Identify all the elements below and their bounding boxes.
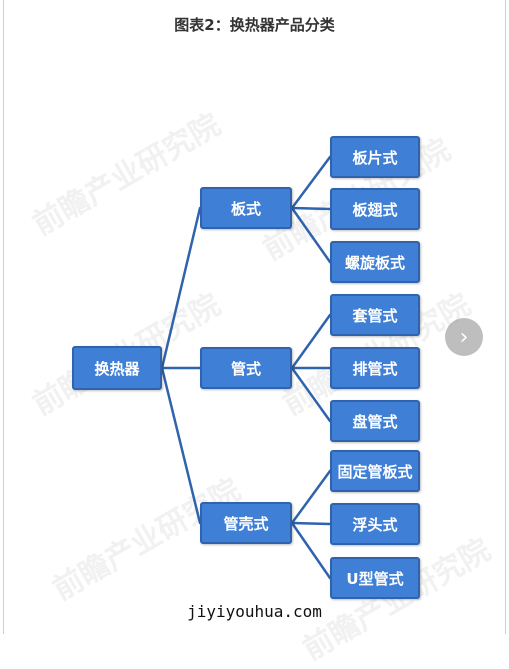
- node-leaf: 螺旋板式: [330, 241, 420, 283]
- diagram-title: 图表2：换热器产品分类: [174, 16, 335, 34]
- connector-branch3-leaf1: [290, 469, 332, 525]
- node-leaf: 板片式: [330, 136, 420, 178]
- node-leaf: 固定管板式: [330, 450, 420, 492]
- connector-branch3-leaf3: [290, 521, 332, 580]
- connector-root-branch1: [160, 206, 202, 370]
- chevron-right-icon: ›: [459, 324, 469, 350]
- connector-branch2-leaf3: [290, 366, 332, 423]
- node-branch-tube: 管式: [200, 347, 292, 389]
- connector-root-branch3: [160, 366, 202, 525]
- node-branch-plate: 板式: [200, 187, 292, 229]
- node-branch-shell-tube: 管壳式: [200, 502, 292, 544]
- diagram-frame: 图表2：换热器产品分类 前瞻产业研究院 前瞻产业研究院 前瞻产业研究院 前瞻产业…: [3, 0, 506, 668]
- left-border-line: [3, 0, 4, 634]
- connector-branch3-leaf2: [290, 521, 332, 526]
- connector-branch1-leaf2: [290, 206, 332, 211]
- connector-lines: [160, 155, 332, 580]
- footer-url: jiyiyouhua.com: [187, 602, 322, 621]
- node-leaf: 浮头式: [330, 503, 420, 545]
- next-button[interactable]: ›: [445, 318, 483, 356]
- node-root: 换热器: [72, 346, 162, 390]
- connector-branch1-leaf1: [290, 155, 332, 210]
- node-leaf: 套管式: [330, 294, 420, 336]
- node-leaf: U型管式: [330, 557, 420, 599]
- node-leaf: 板翅式: [330, 188, 420, 230]
- connector-branch1-leaf3: [290, 206, 332, 264]
- node-leaf: 排管式: [330, 347, 420, 389]
- right-border-line: [505, 0, 506, 634]
- connector-branch2-leaf1: [290, 313, 332, 370]
- node-leaf: 盘管式: [330, 400, 420, 442]
